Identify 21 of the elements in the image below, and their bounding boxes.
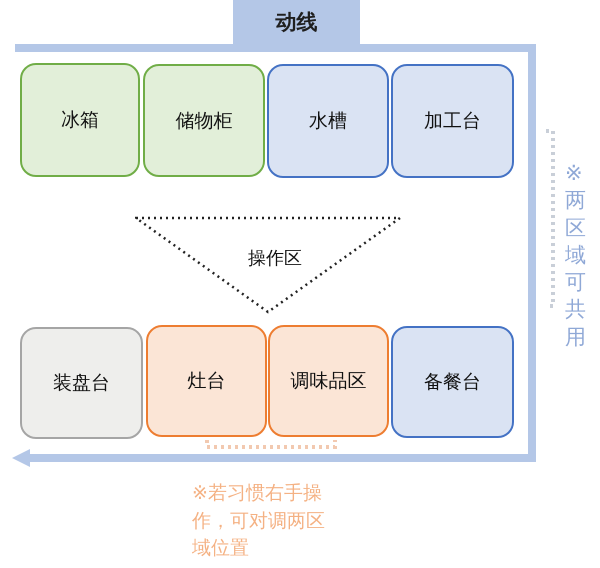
area-label: 备餐台 [424, 370, 481, 395]
area-box [391, 326, 514, 438]
area-box [268, 325, 389, 437]
area-box [143, 64, 265, 177]
triangle-zone [135, 216, 401, 314]
area-box [146, 325, 267, 437]
note: ※两区域可共用 [565, 160, 586, 351]
area-label: 装盘台 [53, 371, 110, 396]
area-label: 灶台 [188, 369, 226, 394]
area-label: 水槽 [309, 109, 347, 134]
area-box [20, 327, 143, 439]
note: ※若习惯右手操作，可对调两区域位置 [192, 481, 326, 562]
area-box [391, 64, 514, 178]
area-label: 冰箱 [61, 108, 99, 133]
title: 动线 [233, 0, 360, 44]
zone-label: 操作区 [248, 247, 302, 270]
area-label: 加工台 [424, 109, 481, 134]
area-box [267, 64, 389, 178]
area-label: 储物柜 [176, 108, 232, 134]
area-label: 调味品区 [290, 369, 366, 394]
area-box [20, 63, 140, 177]
